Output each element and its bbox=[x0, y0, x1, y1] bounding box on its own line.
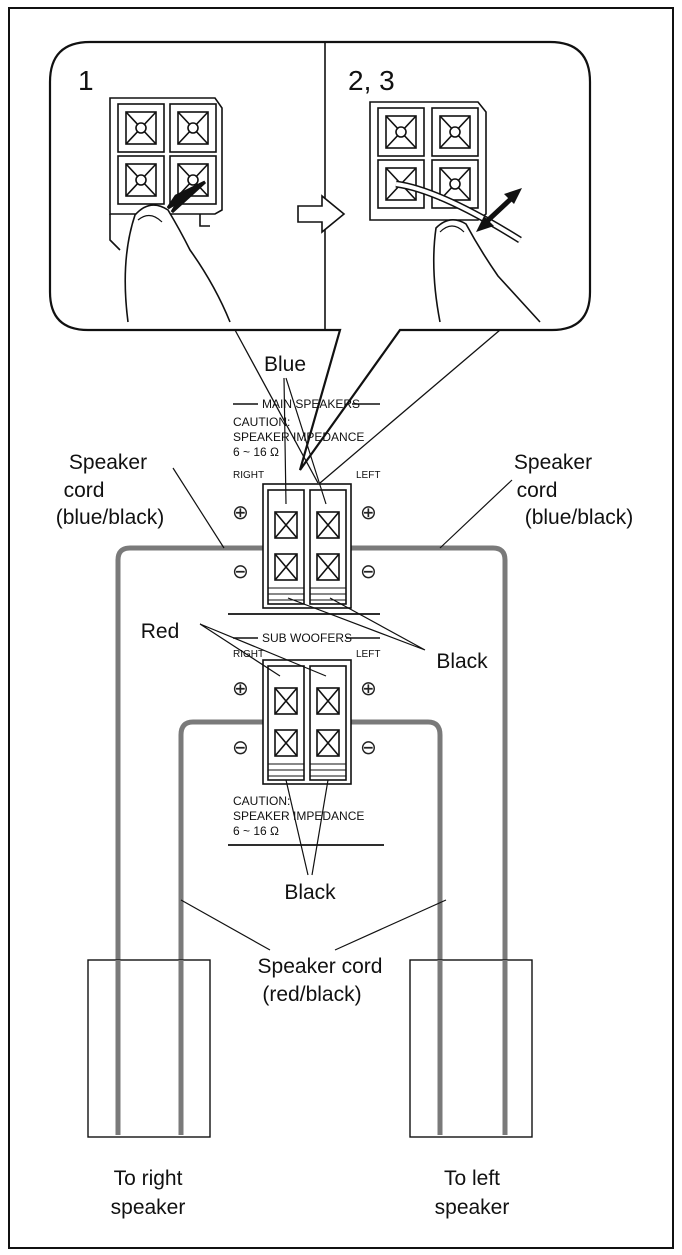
sub-right-label: RIGHT bbox=[233, 649, 264, 660]
sub-cord-left bbox=[350, 719, 443, 1135]
main-caution: CAUTION: bbox=[233, 415, 290, 429]
sub-terminal-panel: SUB WOOFERS RIGHT LEFT ⊕ ⊖ ⊕ ⊖ CAUTION: … bbox=[228, 631, 384, 846]
step-1-number: 1 bbox=[78, 65, 94, 96]
sub-right-minus-icon: ⊖ bbox=[232, 735, 249, 759]
outer-frame bbox=[8, 7, 674, 1249]
step23-double-arrow bbox=[482, 194, 516, 226]
main-terminal-panel: MAIN SPEAKERS CAUTION: SPEAKER IMPEDANCE… bbox=[228, 397, 380, 615]
cord-right-label-line1: Speaker bbox=[514, 451, 592, 474]
cord-left-label-line1: Speaker bbox=[69, 451, 147, 474]
main-impedance: SPEAKER IMPEDANCE bbox=[233, 430, 364, 444]
main-right-label: RIGHT bbox=[233, 470, 264, 481]
main-ohms: 6 ~ 16 Ω bbox=[233, 445, 279, 459]
instruction-callout: 1 2, 3 bbox=[48, 40, 592, 484]
sub-right-plus-icon: ⊕ bbox=[232, 676, 249, 700]
sub-cord-right bbox=[178, 719, 270, 1135]
speaker-cord-ends bbox=[115, 960, 508, 1135]
cord-center-label-line1: Speaker cord bbox=[258, 955, 383, 978]
callout-pointer-left bbox=[234, 329, 319, 484]
step1-finger bbox=[124, 204, 231, 323]
to-right-speaker-line2: speaker bbox=[111, 1196, 186, 1219]
step23-arrowhead-down bbox=[476, 216, 494, 232]
to-right-speaker-line1: To right bbox=[114, 1167, 183, 1190]
sub-left-minus-icon: ⊖ bbox=[360, 735, 377, 759]
step1-push-arrow bbox=[166, 180, 207, 214]
main-cord-right bbox=[115, 545, 270, 1135]
left-speaker-box bbox=[409, 959, 533, 1138]
black-sub-label: Black bbox=[284, 881, 336, 904]
main-terminal-block bbox=[262, 483, 352, 609]
sub-panel-title: SUB WOOFERS bbox=[262, 631, 352, 645]
step23-wire-core bbox=[395, 182, 522, 242]
step23-terminal-block bbox=[369, 101, 487, 221]
blue-label: Blue bbox=[264, 353, 306, 376]
main-panel-title: MAIN SPEAKERS bbox=[262, 397, 360, 411]
main-left-plus-icon: ⊕ bbox=[360, 500, 377, 524]
step23-arrowhead-up bbox=[504, 188, 522, 204]
main-right-minus-icon: ⊖ bbox=[232, 559, 249, 583]
red-label: Red bbox=[141, 620, 180, 643]
step-2-3-number: 2, 3 bbox=[348, 65, 395, 96]
black-main-label: Black bbox=[436, 650, 488, 673]
sub-left-label: LEFT bbox=[356, 649, 380, 660]
step1-nail bbox=[137, 214, 163, 223]
main-cord-left bbox=[350, 545, 508, 1135]
right-speaker-box bbox=[87, 959, 211, 1138]
to-left-speaker-line2: speaker bbox=[435, 1196, 510, 1219]
cord-center-label-line2: (red/black) bbox=[262, 983, 361, 1006]
cord-left-label-line2: cord bbox=[64, 479, 105, 502]
sub-impedance: SPEAKER IMPEDANCE bbox=[233, 809, 364, 823]
sub-terminal-block bbox=[262, 659, 352, 785]
sub-left-plus-icon: ⊕ bbox=[360, 676, 377, 700]
to-left-speaker-line1: To left bbox=[444, 1167, 500, 1190]
main-right-plus-icon: ⊕ bbox=[232, 500, 249, 524]
step23-nail bbox=[439, 225, 465, 233]
leader-lines bbox=[172, 377, 513, 951]
main-left-minus-icon: ⊖ bbox=[360, 559, 377, 583]
sub-ohms: 6 ~ 16 Ω bbox=[233, 824, 279, 838]
cord-right-label-line2: cord bbox=[517, 479, 558, 502]
cord-right-label-line3: (blue/black) bbox=[525, 506, 634, 529]
main-left-label: LEFT bbox=[356, 470, 380, 481]
step23-finger bbox=[432, 219, 541, 323]
sub-caution: CAUTION: bbox=[233, 794, 290, 808]
cord-left-label-line3: (blue/black) bbox=[56, 506, 165, 529]
transition-arrow-icon bbox=[297, 194, 346, 234]
callout-pointer-right bbox=[319, 329, 501, 484]
